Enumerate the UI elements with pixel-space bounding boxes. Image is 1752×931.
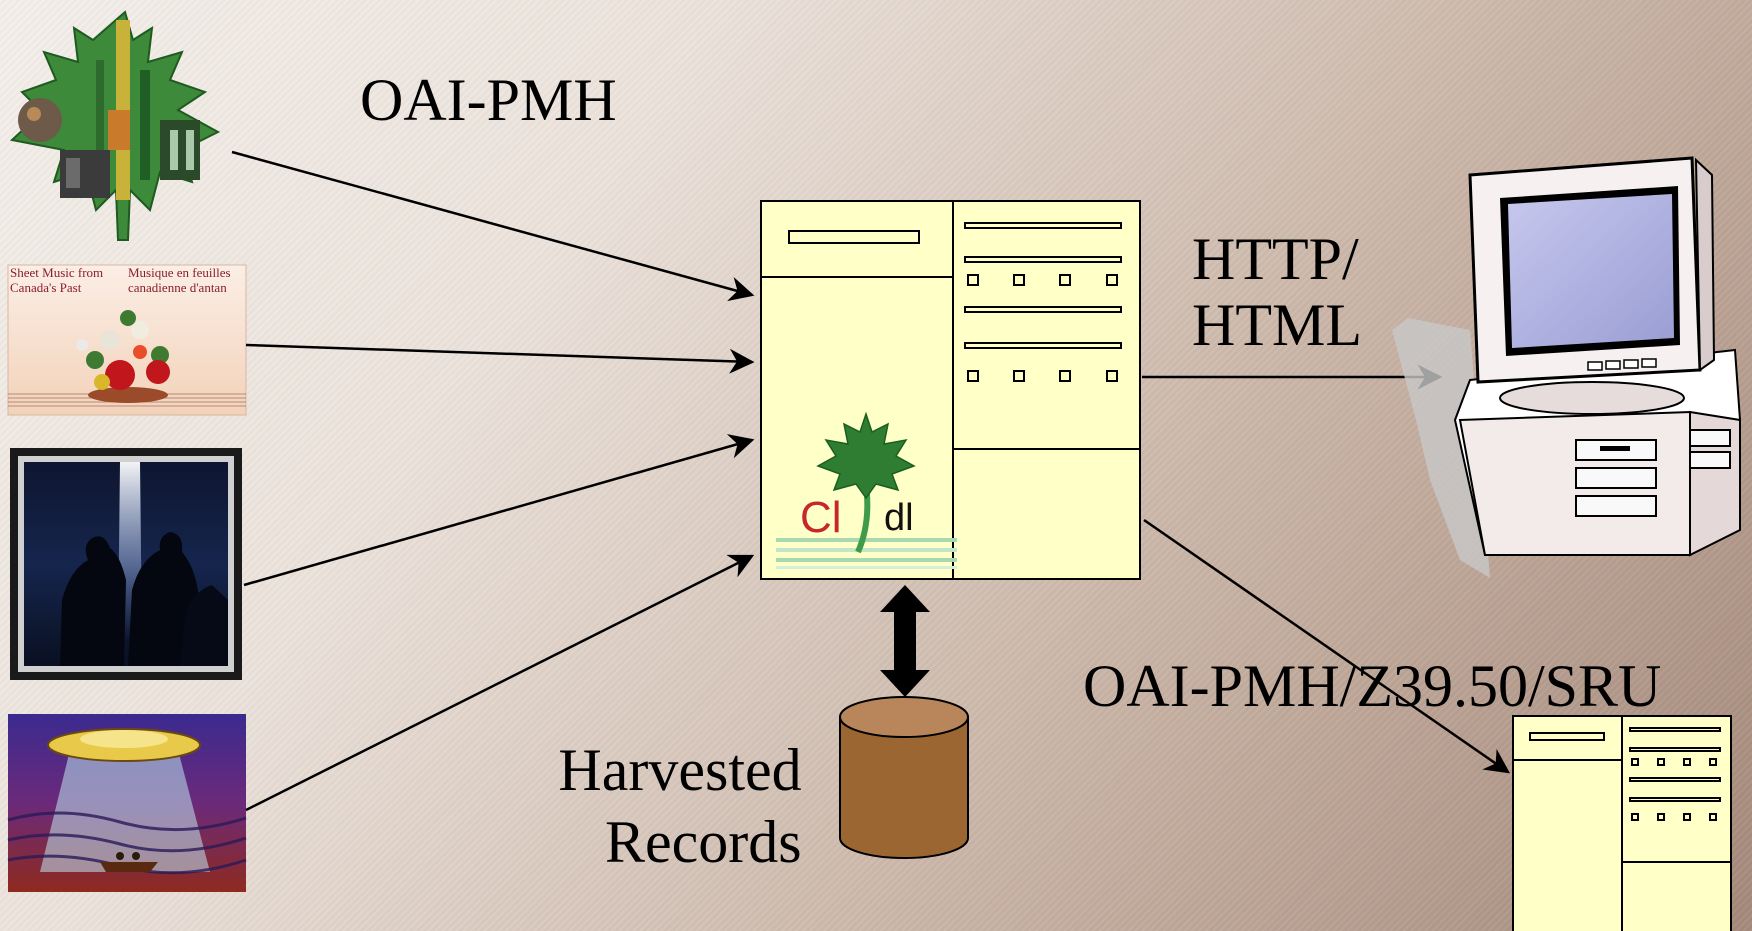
arrow-source-3 xyxy=(243,434,755,587)
sheet-music-caption-fr-1: Musique en feuilles xyxy=(128,265,231,280)
server-tower-icon xyxy=(760,200,1141,580)
maple-leaf-icon xyxy=(816,411,916,500)
arrow-to-remote-server xyxy=(1143,518,1511,774)
arrow-source-1 xyxy=(231,150,755,302)
harvested-label-line-1: Harvested xyxy=(558,737,802,803)
maple-leaf-collage-icon xyxy=(9,10,221,241)
harvested-label-line-2: Records xyxy=(605,809,802,875)
http-label-line-2: HTML xyxy=(1192,292,1362,358)
logo-text-dl: dl xyxy=(884,497,914,539)
logo-text-cl: Cl xyxy=(800,493,842,542)
oai-pmh-label: OAI-PMH xyxy=(360,67,617,133)
http-html-label: HTTP/ HTML xyxy=(1192,226,1362,358)
desktop-computer-icon xyxy=(1392,156,1742,578)
sheet-music-caption-fr-2: canadienne d'antan xyxy=(128,280,227,295)
http-label-line-1: HTTP/ xyxy=(1192,226,1359,292)
arrow-source-4 xyxy=(245,554,755,812)
soldiers-silhouette-icon xyxy=(10,448,242,680)
arrow-source-2 xyxy=(245,343,755,374)
sheet-music-caption-en-2: Canada's Past xyxy=(10,280,82,295)
cidl-logo: Cl dl xyxy=(776,411,957,569)
sheet-music-caption-en-1: Sheet Music from xyxy=(10,265,103,280)
harvested-records-label: Harvested Records xyxy=(555,734,802,878)
harvest-arrows xyxy=(231,150,1511,812)
database-cylinder-icon xyxy=(839,696,969,859)
protocols-label: OAI-PMH/Z39.50/SRU xyxy=(1083,653,1662,719)
canoe-ufo-painting-icon xyxy=(7,714,247,892)
remote-server-icon xyxy=(1512,715,1732,931)
bidirectional-arrow xyxy=(880,585,930,697)
sheet-music-bouquet-icon: Sheet Music from Canada's Past Musique e… xyxy=(7,264,247,416)
